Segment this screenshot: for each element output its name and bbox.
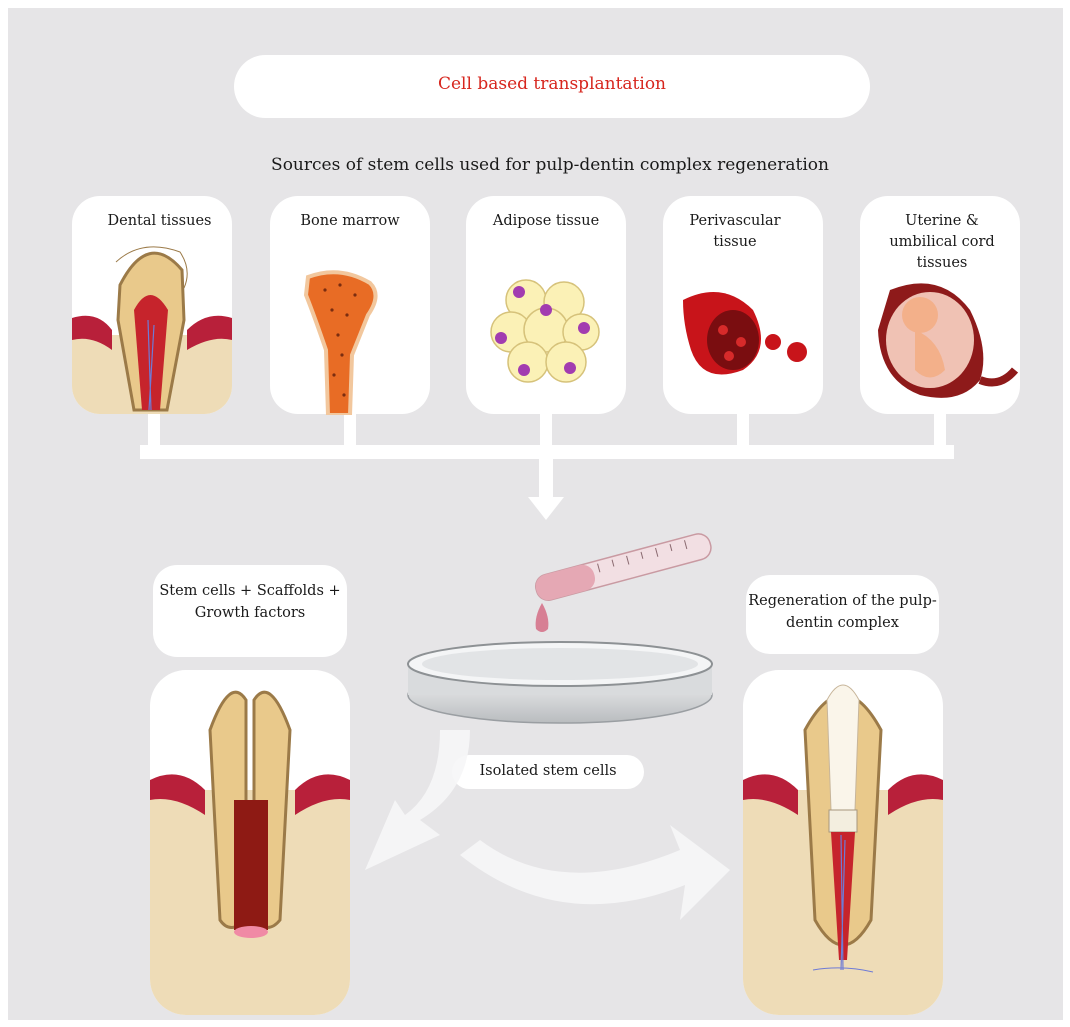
- regeneration-label: Regeneration of the pulp-dentin complex: [746, 590, 939, 634]
- regenerated-tooth-illustration: [743, 670, 943, 1015]
- arrow-to-mixture: [365, 730, 470, 870]
- scaffold-tooth-illustration: [150, 670, 350, 1015]
- mixture-label: Stem cells + Scaffolds + Growth factors: [153, 580, 347, 624]
- arrow-to-regeneration: [460, 825, 730, 920]
